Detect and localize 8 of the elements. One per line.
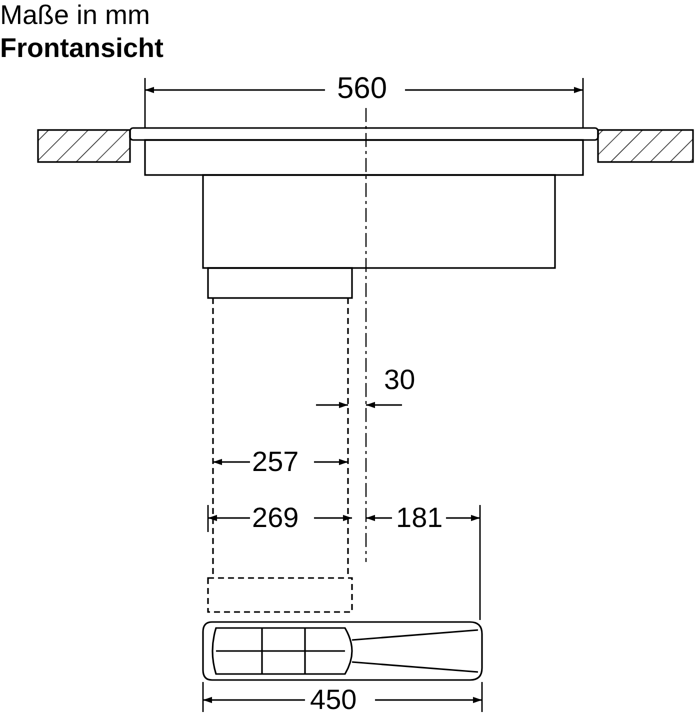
dimension-value: 450: [310, 686, 357, 714]
view-title: Frontansicht: [0, 35, 164, 62]
dimension-value: 181: [396, 504, 443, 532]
dimension-value: 560: [337, 74, 388, 104]
dimension-value: 30: [384, 366, 416, 394]
unit-note: Maße in mm: [0, 2, 150, 29]
dimension-value: 257: [252, 448, 299, 476]
dimension-value: 269: [252, 504, 299, 532]
